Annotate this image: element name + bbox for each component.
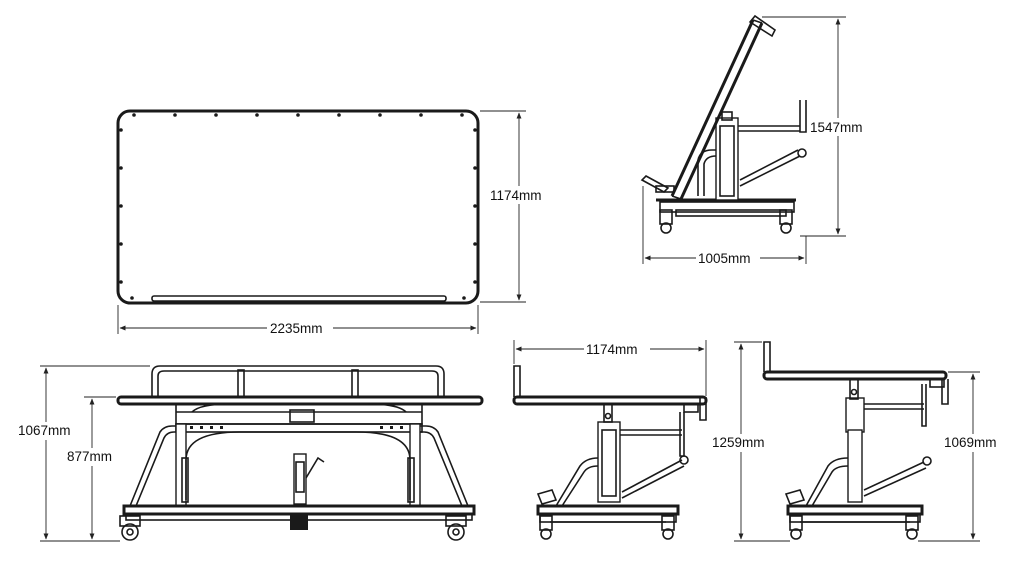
bolt	[173, 113, 177, 117]
bolt	[255, 113, 259, 117]
bolt	[119, 166, 123, 170]
end-view: 1174mm	[512, 340, 708, 540]
frame-hole	[190, 426, 193, 429]
frame-hole	[390, 426, 393, 429]
tilt-depth-label: 1005mm	[698, 251, 751, 266]
bolt	[460, 113, 464, 117]
bolt	[296, 113, 300, 117]
bolt	[473, 242, 477, 246]
bolt	[132, 113, 136, 117]
side-height-rails-label: 1067mm	[18, 423, 71, 438]
bolt	[462, 296, 466, 300]
top-view: 1174mm 2235mm	[116, 109, 550, 336]
end-height-raised-label: 1259mm	[712, 435, 765, 450]
bolt	[473, 166, 477, 170]
bolt	[473, 128, 477, 132]
top-width-label: 1174mm	[490, 188, 542, 203]
bolt	[130, 296, 134, 300]
bolt	[119, 242, 123, 246]
side-holes	[190, 426, 413, 429]
bolt	[378, 113, 382, 117]
bolt	[473, 204, 477, 208]
frame-hole	[200, 426, 203, 429]
tilt-height-label: 1547mm	[810, 120, 863, 135]
bolt	[214, 113, 218, 117]
bolt	[119, 280, 123, 284]
side-view: 1067mm 877mm	[16, 365, 484, 542]
bolt	[119, 204, 123, 208]
bolt	[119, 128, 123, 132]
frame-hole	[400, 426, 403, 429]
side-height-top-label: 877mm	[67, 449, 112, 464]
top-bolts	[119, 113, 477, 300]
end-width-label: 1174mm	[586, 342, 638, 357]
frame-hole	[220, 426, 223, 429]
bolt	[419, 113, 423, 117]
frame-hole	[210, 426, 213, 429]
bolt	[337, 113, 341, 117]
bolt	[473, 280, 477, 284]
frame-hole	[380, 426, 383, 429]
tilt-view: 1547mm 1005mm	[640, 14, 870, 266]
end-height-top-label: 1069mm	[944, 435, 997, 450]
top-length-label: 2235mm	[270, 321, 323, 336]
end-view-raised: 1259mm 1069mm	[710, 341, 1004, 542]
